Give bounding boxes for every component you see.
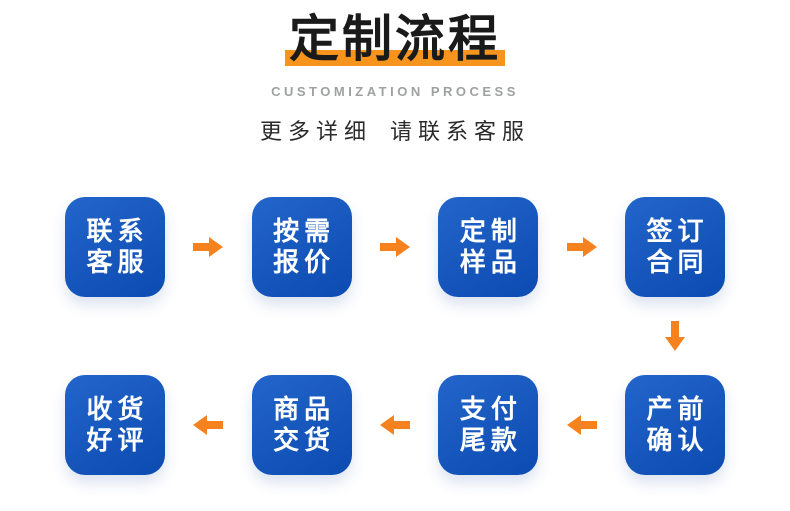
- arrow-cell: [165, 237, 252, 257]
- step-label-line: 尾款: [459, 425, 522, 455]
- flow-step-receive-review: 收货 好评: [65, 375, 165, 475]
- flow-step-sign-contract: 签订 合同: [625, 197, 726, 297]
- step-label-line: 好评: [86, 425, 149, 455]
- step-label-line: 产前: [646, 394, 709, 424]
- flow-row-2: 收货 好评 商品 交货 支付 尾款 产前 确认: [65, 375, 726, 475]
- flow-diagram: 联系 客服 按需 报价 定制 样品 签订 合同: [65, 197, 726, 475]
- down-arrow-wrap: [665, 321, 685, 351]
- flow-step-quote-on-demand: 按需 报价: [251, 197, 352, 297]
- page-title: 定制流程: [285, 11, 505, 67]
- step-label-line: 定制: [459, 216, 522, 246]
- step-label-line: 商品: [273, 394, 336, 424]
- title-highlight-bar: [285, 50, 505, 66]
- step-label-line: 收货: [86, 394, 149, 424]
- arrow-cell: [352, 415, 439, 435]
- arrow-cell: [538, 237, 625, 257]
- flow-row-1: 联系 客服 按需 报价 定制 样品 签订 合同: [65, 197, 726, 297]
- contact-note: 更多详细 请联系客服: [259, 119, 531, 144]
- step-label-line: 确认: [646, 425, 709, 455]
- arrow-right-icon: [193, 237, 224, 257]
- header: 定制流程 CUSTOMIZATION PROCESS 更多详细 请联系客服: [0, 0, 790, 146]
- arrow-left-icon: [193, 415, 224, 435]
- flow-step-preproduction-confirm: 产前 确认: [625, 375, 726, 475]
- flow-step-custom-sample: 定制 样品: [438, 197, 539, 297]
- flow-connector: [65, 297, 725, 375]
- step-label-line: 交货: [273, 425, 336, 455]
- step-label-line: 客服: [86, 247, 149, 277]
- flow-step-goods-delivery: 商品 交货: [251, 375, 352, 475]
- step-label-line: 按需: [273, 216, 336, 246]
- flow-step-pay-balance: 支付 尾款: [438, 375, 539, 475]
- arrow-right-icon: [566, 237, 597, 257]
- step-label-line: 合同: [646, 247, 709, 277]
- arrow-cell: [165, 415, 252, 435]
- arrow-left-icon: [566, 415, 597, 435]
- arrow-right-icon: [380, 237, 410, 257]
- page-subtitle: CUSTOMIZATION PROCESS: [271, 84, 519, 99]
- step-label-line: 报价: [273, 247, 336, 277]
- page-title-text: 定制流程: [289, 11, 501, 67]
- arrow-cell: [352, 237, 439, 257]
- step-label-line: 联系: [86, 216, 149, 246]
- step-label-line: 样品: [459, 247, 522, 277]
- arrow-cell: [538, 415, 625, 435]
- step-label-line: 签订: [646, 216, 709, 246]
- arrow-down-icon: [665, 321, 685, 351]
- step-label-line: 支付: [459, 394, 522, 424]
- flow-step-contact-service: 联系 客服: [65, 197, 165, 297]
- arrow-left-icon: [380, 415, 410, 435]
